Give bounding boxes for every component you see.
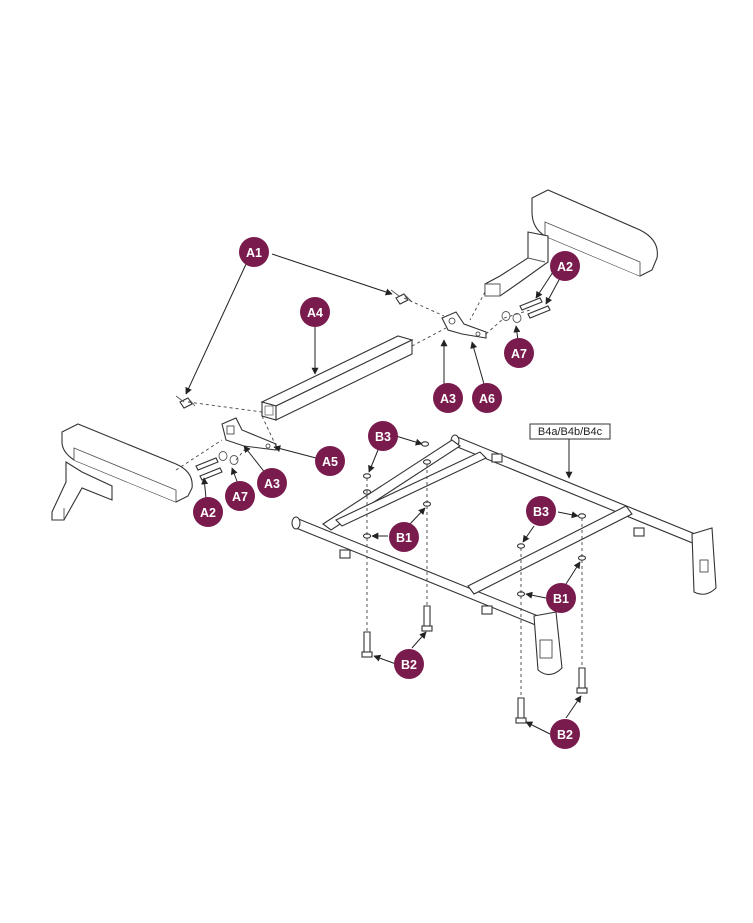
callout-label: B3	[533, 505, 549, 519]
callout-label: A3	[264, 477, 280, 491]
callout-label: A6	[479, 392, 495, 406]
callout-label: A7	[511, 347, 527, 361]
arm-alignment-lines	[175, 291, 531, 471]
bolts	[361, 605, 588, 724]
callout-label: A2	[557, 260, 573, 274]
callout-label: A7	[232, 490, 248, 504]
square-tube	[260, 335, 414, 421]
callout-a2-right: A2	[550, 251, 580, 281]
frame-label: B4a/B4b/B4c	[538, 426, 603, 438]
leader-lines	[185, 253, 582, 735]
callout-a1: A1	[239, 237, 269, 267]
callout-label: B3	[375, 430, 391, 444]
callout-label: B1	[553, 592, 569, 606]
callout-a3-left: A3	[257, 468, 287, 498]
callout-a6: A6	[472, 383, 502, 413]
callout-b3-right: B3	[526, 496, 556, 526]
callout-label: A4	[307, 306, 323, 320]
right-hardware	[390, 289, 551, 339]
callout-label: A2	[200, 506, 216, 520]
callout-a3-right: A3	[433, 383, 463, 413]
callout-label: B2	[557, 728, 573, 742]
frame-label-box: B4a/B4b/B4c	[529, 423, 611, 440]
callout-b3-left: B3	[368, 421, 398, 451]
callout-label: B1	[396, 531, 412, 545]
left-armrest	[51, 423, 193, 521]
callout-b2-right: B2	[550, 719, 580, 749]
callout-label: B2	[401, 658, 417, 672]
callout-b1-left: B1	[389, 522, 419, 552]
callout-a7-left: A7	[225, 481, 255, 511]
callout-a7-right: A7	[504, 338, 534, 368]
callout-label: A3	[440, 392, 456, 406]
callout-a5: A5	[315, 446, 345, 476]
seat-frame	[291, 434, 717, 676]
callout-a2-left: A2	[193, 497, 223, 527]
callout-label: A5	[322, 455, 338, 469]
left-hardware	[175, 395, 277, 481]
callout-label: A1	[246, 246, 262, 260]
callout-a4: A4	[300, 297, 330, 327]
right-armrest	[484, 189, 658, 297]
bolt-alignment-lines	[366, 464, 583, 718]
callout-b1-right: B1	[546, 583, 576, 613]
callout-b2-left: B2	[394, 649, 424, 679]
frame-holes	[362, 441, 587, 597]
